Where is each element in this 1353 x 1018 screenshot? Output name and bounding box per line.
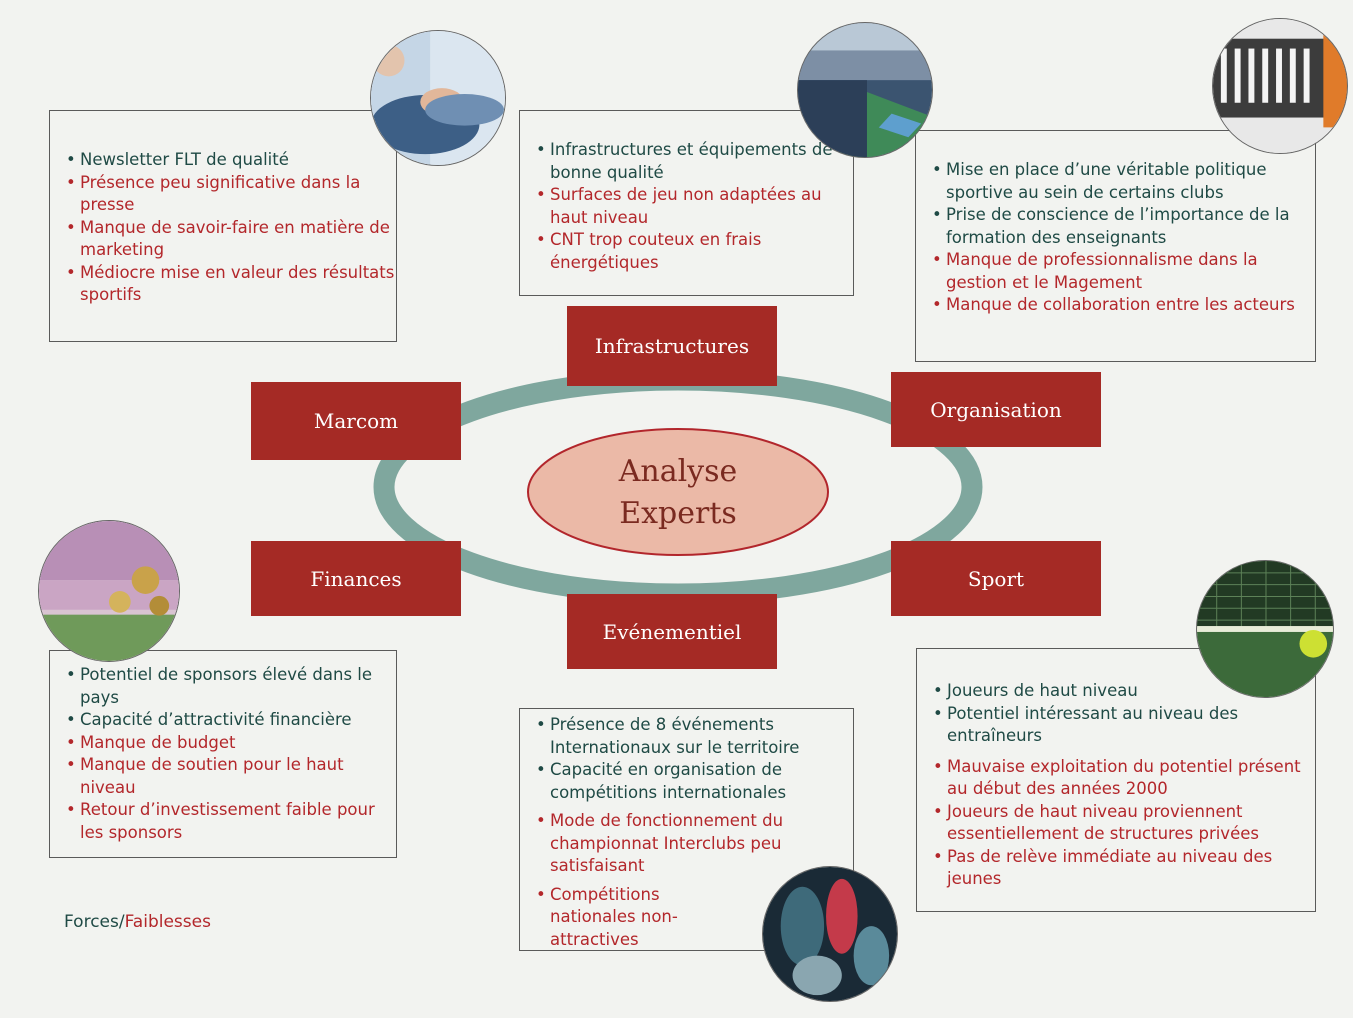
tennis-ball-net-photo: [1196, 560, 1334, 698]
category-sport: Sport: [891, 541, 1101, 616]
list-item: Joueurs de haut niveau proviennent essen…: [931, 801, 1309, 846]
list-organisation: Mise en place d’une véritable politique …: [930, 159, 1309, 317]
panel-organisation: Mise en place d’une véritable politique …: [915, 130, 1316, 362]
category-finances: Finances: [251, 541, 461, 616]
list-item: Médiocre mise en valeur des résultats sp…: [64, 262, 396, 307]
category-marcom: Marcom: [251, 382, 461, 460]
category-organisation: Organisation: [891, 372, 1101, 447]
list-item: Joueurs de haut niveau: [931, 680, 1309, 703]
list-item: Capacité en organisation de compétitions…: [534, 759, 847, 804]
list-marcom: Newsletter FLT de qualité Présence peu s…: [64, 149, 396, 307]
list-item: CNT trop couteux en frais énergétiques: [534, 229, 853, 274]
list-evenementiel: Présence de 8 événements Internationaux …: [534, 714, 847, 951]
binders-photo: [1212, 18, 1348, 154]
center-title-line2: Experts: [619, 496, 737, 531]
list-item: Potentiel de sponsors élevé dans le pays: [64, 664, 390, 709]
category-infrastructures: Infrastructures: [567, 306, 777, 386]
list-item: Mise en place d’une véritable politique …: [930, 159, 1309, 204]
euro-money-photo: [38, 520, 180, 662]
legend-faiblesses: Faiblesses: [124, 912, 211, 932]
list-item: Pas de relève immédiate au niveau des je…: [931, 846, 1309, 891]
list-item: Manque de savoir-faire en matière de mar…: [64, 217, 396, 262]
handshake-photo: [370, 30, 506, 166]
list-finances: Potentiel de sponsors élevé dans le pays…: [64, 664, 390, 844]
legend: Forces/Faiblesses: [64, 912, 211, 932]
center-title-line1: Analyse: [618, 454, 738, 489]
list-item: Manque de soutien pour le haut niveau: [64, 754, 390, 799]
center-ellipse: [527, 428, 829, 556]
list-item: Newsletter FLT de qualité: [64, 149, 396, 172]
panel-infrastructures: Infrastructures et équipements de bonne …: [519, 110, 854, 296]
list-item: Potentiel intéressant au niveau des entr…: [931, 703, 1309, 748]
list-item: Prise de conscience de l’importance de l…: [930, 204, 1309, 249]
panel-finances: Potentiel de sponsors élevé dans le pays…: [49, 650, 397, 858]
list-item: Mode de fonctionnement du championnat In…: [534, 810, 847, 878]
list-item: Surfaces de jeu non adaptées au haut niv…: [534, 184, 853, 229]
legend-separator: /: [118, 912, 125, 932]
list-item: Infrastructures et équipements de bonne …: [534, 139, 853, 184]
list-sport: Joueurs de haut niveau Potentiel intéres…: [931, 680, 1309, 891]
list-infrastructures: Infrastructures et équipements de bonne …: [534, 139, 853, 274]
category-evenementiel: Evénementiel: [567, 594, 777, 669]
list-item: Compétitions nationales non-attractives: [534, 884, 700, 952]
tennis-stadium-photo: [797, 22, 933, 158]
list-item: Manque de collaboration entre les acteur…: [930, 294, 1309, 317]
list-item: Manque de professionnalisme dans la gest…: [930, 249, 1309, 294]
list-item: Présence peu significative dans la press…: [64, 172, 396, 217]
list-item: Manque de budget: [64, 732, 390, 755]
players-event-photo: [762, 866, 898, 1002]
list-item: Présence de 8 événements Internationaux …: [534, 714, 847, 759]
list-item: Retour d’investissement faible pour les …: [64, 799, 390, 844]
list-item: Capacité d’attractivité financière: [64, 709, 390, 732]
panel-marcom: Newsletter FLT de qualité Présence peu s…: [49, 110, 397, 342]
legend-forces: Forces: [64, 912, 119, 932]
list-item: Mauvaise exploitation du potentiel prése…: [931, 756, 1309, 801]
